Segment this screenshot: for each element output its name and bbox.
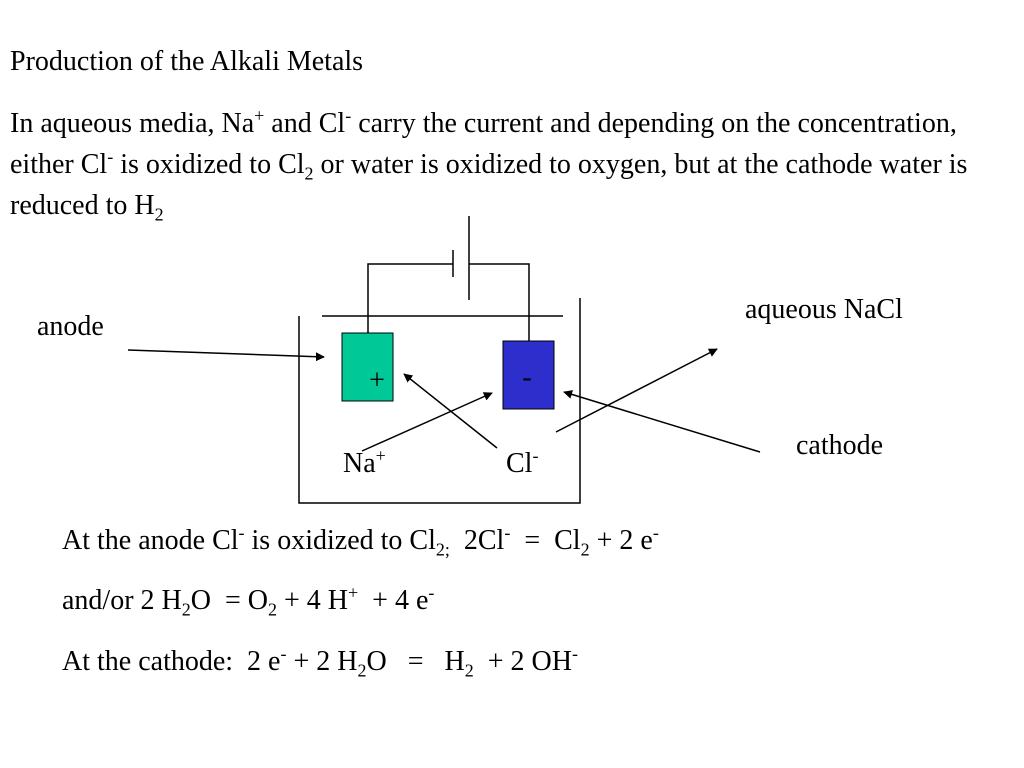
eq2-sub-b: 2	[268, 599, 277, 620]
cell-container	[298, 298, 581, 504]
eq2-sup-d: -	[428, 582, 435, 603]
eq2-text-b: O = O	[190, 585, 268, 616]
eq3-text-d: + 2 OH	[473, 646, 572, 677]
na-ion-label: Na+	[343, 447, 386, 479]
eq2-text-a: and/or 2 H	[62, 585, 182, 616]
intro-text-3: carry the current and depending on the c…	[10, 108, 957, 180]
eq2-sup-c: +	[348, 582, 359, 603]
aqueous-label-arrow	[555, 348, 718, 433]
eq2-sub-a: 2	[181, 599, 191, 620]
na-ion-charge: +	[375, 445, 386, 466]
na-ion-symbol: Na	[343, 448, 376, 479]
cl-ion-label: Cl-	[506, 447, 538, 479]
intro-text-4: is oxidized to Cl	[113, 149, 305, 180]
eq1-sub-b: 2;	[435, 539, 450, 560]
equation-cathode: At the cathode: 2 e- + 2 H2O = H2 + 2 OH…	[62, 645, 578, 680]
eq1-sup-c: -	[504, 522, 511, 543]
cl-ion-charge: -	[532, 445, 539, 466]
eq3-sup-d: -	[571, 643, 578, 664]
cathode-label-arrow	[563, 390, 761, 453]
eq3-sub-b: 2	[357, 660, 367, 681]
anode-electrode	[341, 332, 394, 402]
anode-wire	[367, 263, 453, 333]
eq1-text-e: + 2 e	[589, 525, 653, 556]
eq1-text-d: = Cl	[510, 525, 581, 556]
cl-ion-symbol: Cl	[506, 448, 533, 479]
intro-paragraph: In aqueous media, Na+ and Cl- carry the …	[10, 103, 1010, 226]
eq2-text-c: + 4 H	[277, 585, 349, 616]
aqueous-nacl-label: aqueous NaCl	[745, 294, 903, 325]
cathode-sign: -	[522, 362, 531, 393]
eq1-sub-d: 2	[580, 539, 590, 560]
intro-text-5: or water is oxidized to oxygen, but at t…	[10, 149, 968, 221]
intro-na-charge: +	[254, 105, 265, 126]
intro-cl-charge-2: -	[107, 146, 114, 167]
eq3-sub-c: 2	[464, 660, 474, 681]
eq3-text-c: O = H	[366, 646, 465, 677]
eq3-text-b: + 2 H	[286, 646, 358, 677]
eq3-text-a: At the cathode: 2 e	[62, 646, 281, 677]
intro-text-1: In aqueous media, Na	[10, 108, 255, 139]
intro-text-2: and Cl	[264, 108, 346, 139]
equation-anode: At the anode Cl- is oxidized to Cl2; 2Cl…	[62, 524, 659, 559]
equation-water-oxidation: and/or 2 H2O = O2 + 4 H+ + 4 e-	[62, 584, 434, 619]
intro-cl-charge: -	[345, 105, 352, 126]
eq2-text-d: + 4 e	[358, 585, 429, 616]
eq1-text-c: 2Cl	[449, 525, 505, 556]
anode-label-arrow	[127, 349, 325, 362]
eq1-text-a: At the anode Cl	[62, 525, 239, 556]
intro-h2-subscript: 2	[154, 204, 164, 225]
anode-sign: +	[369, 365, 385, 396]
eq3-sup-a: -	[280, 643, 287, 664]
eq1-text-b: is oxidized to Cl	[244, 525, 436, 556]
page-title: Production of the Alkali Metals	[10, 46, 364, 77]
intro-cl2-subscript: 2	[304, 163, 314, 184]
cathode-electrode	[502, 340, 555, 410]
na-ion-arrow	[361, 392, 493, 452]
eq1-sup-e: -	[652, 522, 659, 543]
cathode-label: cathode	[796, 430, 884, 461]
eq1-sup-a: -	[238, 522, 245, 543]
anode-label: anode	[37, 311, 104, 342]
cathode-wire	[469, 263, 530, 341]
